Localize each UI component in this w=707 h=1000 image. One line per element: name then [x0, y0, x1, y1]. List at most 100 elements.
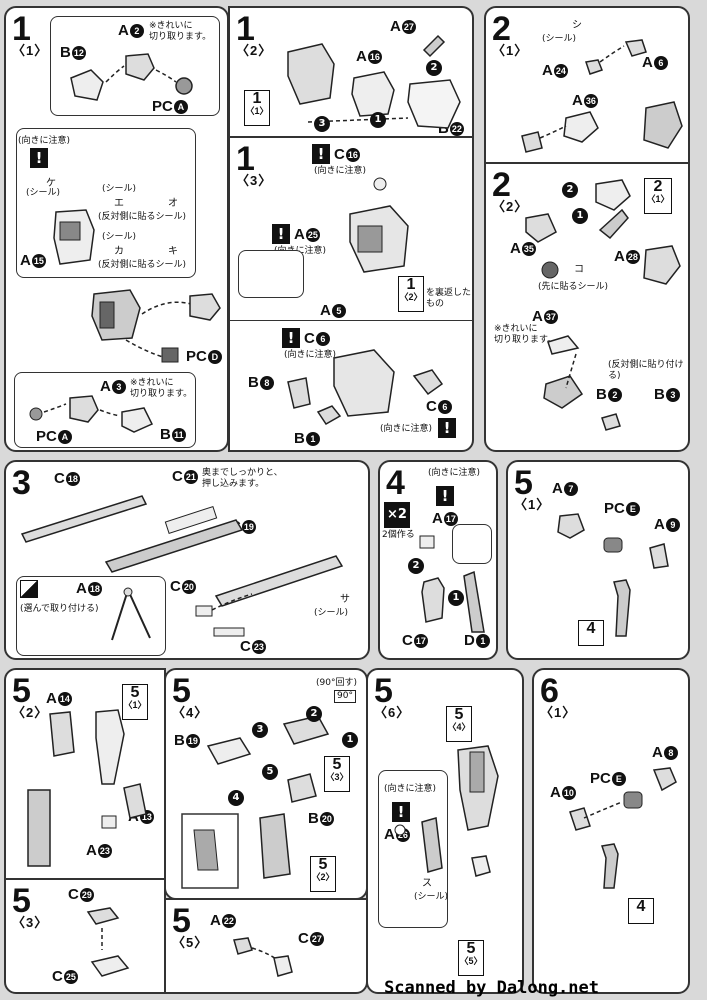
step-number: 2〈1〉 — [492, 10, 529, 58]
warning-icon: ! — [392, 802, 410, 822]
step-number: 5〈2〉 — [12, 672, 49, 720]
seal-note-2: (シール) — [102, 184, 137, 194]
seal-note-3: (シール) — [102, 232, 137, 242]
ref-box: 2〈1〉 — [644, 178, 672, 214]
step-number: 5〈5〉 — [172, 902, 209, 950]
rifle-drawing — [195, 555, 344, 637]
warning-icon: ! — [282, 328, 300, 348]
seal-sa: サ — [340, 594, 350, 605]
seal-shi: シ — [572, 20, 582, 31]
ref-box: 4 — [628, 898, 654, 924]
part-drawing — [525, 179, 681, 431]
select-note: (選んで取り付ける) — [20, 604, 99, 614]
first-seal-note: (先に貼るシール) — [538, 282, 609, 292]
reverse-note: (反対側に貼り付ける) — [608, 360, 684, 381]
detail-inset — [452, 524, 492, 564]
part-drawing — [419, 535, 485, 633]
part-drawing — [521, 39, 683, 153]
step-number: 6〈1〉 — [540, 672, 577, 720]
reverse-note-2: (反対側に貼るシール) — [98, 260, 187, 270]
seal-e: エ — [114, 198, 124, 209]
step-arrow-2: 2 — [426, 60, 442, 76]
step-number: 2〈2〉 — [492, 166, 529, 214]
step-arrow-2: 2 — [408, 558, 424, 574]
step-number: 1〈3〉 — [236, 140, 273, 188]
part-drawing — [569, 767, 677, 889]
part-drawing — [394, 745, 499, 877]
step-arrow-4: 4 — [228, 790, 244, 806]
step-number: 5〈6〉 — [374, 672, 411, 720]
part-drawing — [181, 715, 330, 889]
part-drawing — [70, 53, 193, 101]
direction-note: (向きに注意) — [384, 784, 437, 794]
bipod-drawing — [111, 587, 151, 641]
seal-ka: カ — [114, 246, 124, 257]
ref-box: 5〈4〉 — [446, 706, 472, 742]
warning-icon: ! — [30, 148, 48, 168]
step-arrow-1: 1 — [342, 732, 358, 748]
seal-note: (シール) — [414, 892, 449, 902]
step-number: 5〈1〉 — [514, 464, 551, 512]
push-note: 奥までしっかりと、 押し込みます。 — [202, 468, 283, 489]
direction-note: (向きに注意) — [314, 166, 367, 176]
part-drawing — [349, 177, 409, 273]
ref-box: 4 — [578, 620, 604, 646]
step-number: 5〈3〉 — [12, 882, 49, 930]
part-drawing — [86, 907, 130, 977]
flip-note: を裏返したもの — [426, 288, 472, 309]
part-drawing — [287, 34, 461, 129]
warning-icon: ! — [272, 224, 290, 244]
option-icon — [20, 580, 38, 598]
ref-box: 5〈3〉 — [324, 756, 350, 792]
step-arrow-2: 2 — [306, 706, 322, 722]
seal-ke: ケ — [46, 178, 56, 189]
step-number: 1〈1〉 — [12, 10, 49, 58]
ref-box: 5〈1〉 — [122, 684, 148, 720]
ref-box-2: 5〈2〉 — [310, 856, 336, 892]
step-5-2-panel: 5〈2〉 A14 5〈1〉 A13 A23 — [4, 668, 166, 880]
warning-icon: ! — [436, 486, 454, 506]
part-drawing — [557, 513, 669, 637]
seal-o: オ — [168, 198, 178, 209]
step-arrow-5: 5 — [262, 764, 278, 780]
ref-box: 1〈1〉 — [244, 90, 270, 126]
